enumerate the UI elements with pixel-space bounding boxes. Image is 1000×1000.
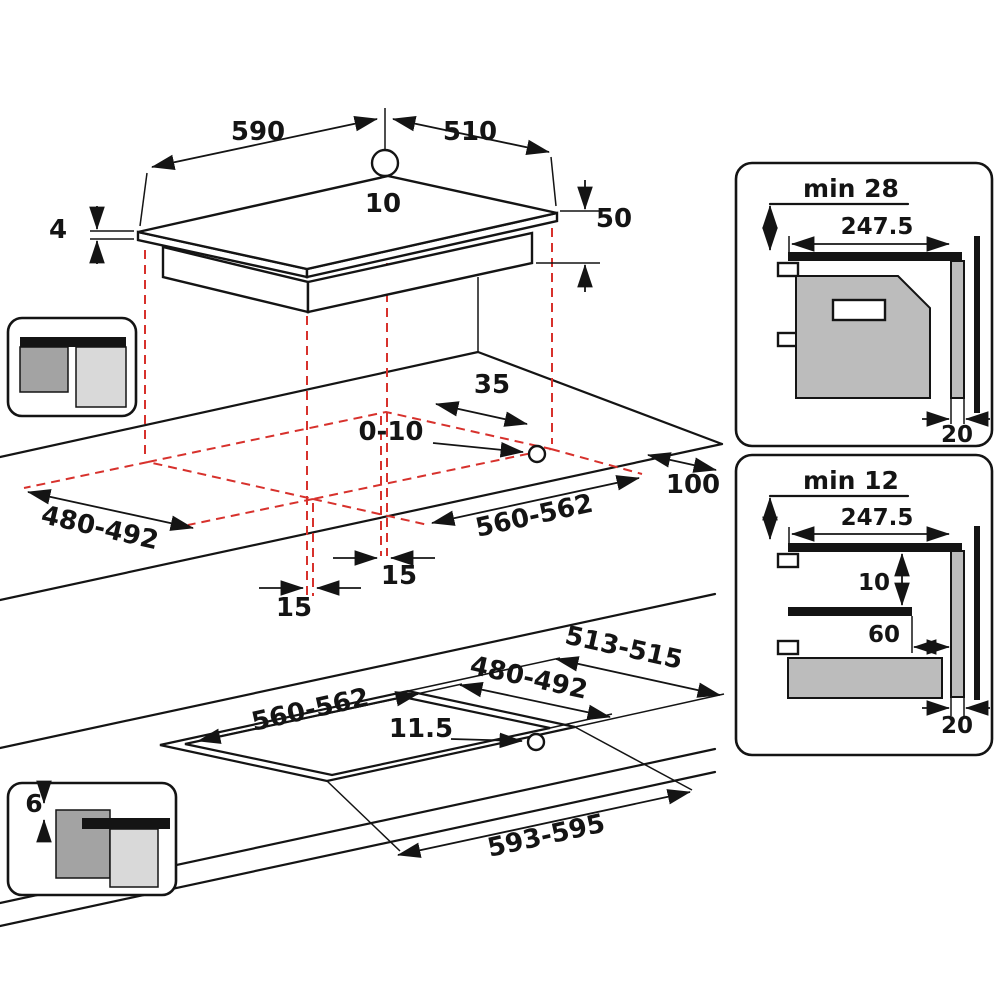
fixing-bracket2-bottom (776, 639, 800, 656)
edge-offset-left-label: 15 (276, 593, 312, 623)
hole-circle (370, 148, 400, 178)
worktop-back-edge (0, 350, 480, 459)
duct-depth-label: 247.5 (841, 214, 914, 240)
min-clearance-label: min 28 (803, 174, 899, 203)
hob-chassis-right-face (306, 231, 534, 314)
dim2-inner-width: 560-562 (197, 683, 419, 744)
fixing-bracket2-top (776, 552, 800, 569)
flush-icon-worktop-bar (20, 337, 126, 347)
dim-edge-offset-left: 15 (259, 580, 361, 623)
rear-clearance-label: 35 (474, 370, 510, 400)
worktop2-back-edge (0, 592, 717, 750)
dim-hob-depth: 510 (392, 116, 557, 207)
oven-body (795, 275, 931, 399)
dim-cutout-depth: 480-492 (27, 489, 194, 556)
min-clearance2-label: min 12 (803, 466, 899, 495)
fixing-bracket-top (776, 261, 800, 278)
ledge-detail-circle (526, 732, 546, 752)
hob-section-bar2 (788, 543, 962, 552)
hole-callout: 10 (365, 148, 401, 219)
dim-side-clearance: 100 (647, 452, 720, 500)
rear-spacer2 (950, 550, 965, 698)
hob-isometric (136, 174, 559, 314)
front-gap-label: 0-10 (358, 417, 423, 447)
cutout-projection-lines (23, 218, 643, 596)
hob-glass-top (137, 174, 558, 271)
side-section-oven: min 28 247.5 20 (734, 161, 994, 448)
flush-mount-icon (6, 316, 138, 418)
outer-depth-label: 513-515 (562, 621, 685, 676)
cutout-width-label: 560-562 (473, 489, 596, 544)
gap-detail-circle (527, 444, 547, 464)
inner-depth-label: 480-492 (467, 651, 590, 706)
drawer-body (787, 657, 943, 699)
duct-depth2-label: 247.5 (841, 505, 914, 531)
shelf-offset-label: 60 (868, 622, 900, 648)
step-detail-icon: 6 (6, 780, 178, 897)
step-height-label: 6 (25, 789, 42, 818)
worktop-front-edge (0, 442, 724, 602)
glass-thickness-label: 4 (49, 215, 67, 245)
hob-section-bar (788, 252, 962, 261)
rear-gap-label: 20 (941, 422, 973, 448)
side-section-drawer: min 12 247.5 10 60 20 (734, 453, 994, 757)
dim-glass-thickness: 4 (49, 206, 134, 264)
side-clearance-label: 100 (666, 470, 720, 500)
step-icon-worktop-bar (82, 818, 170, 829)
dim-cutout-width: 560-562 (431, 475, 640, 544)
hob-depth-label: 510 (443, 117, 497, 147)
shelf-bar (788, 607, 912, 616)
cutout-outline (147, 410, 552, 501)
build-in-height-label: 50 (596, 204, 632, 234)
dim-rear-clearance: 35 (435, 370, 528, 427)
shelf-gap-label: 10 (858, 570, 890, 596)
oven-vent-slot (831, 298, 887, 322)
step-icon-right-block (109, 828, 159, 888)
dim-front-gap: 0-10 (358, 417, 547, 464)
flush-icon-right-block (75, 346, 127, 408)
edge-offset-right-label: 15 (381, 561, 417, 591)
worktop-right-edge (476, 350, 724, 446)
flush-icon-left-block (19, 346, 69, 393)
hob-width-label: 590 (231, 117, 285, 147)
hole-diameter-label: 10 (365, 189, 401, 219)
dim2-ledge: 11.5 (389, 714, 546, 752)
rear-spacer (950, 260, 965, 399)
dim-edge-offset-right: 15 (333, 550, 435, 591)
dim-build-in-height: 50 (536, 180, 632, 292)
dim-hob-width: 590 (139, 108, 386, 227)
ledge-width-label: 11.5 (389, 714, 453, 744)
rear-gap2-label: 20 (941, 713, 973, 739)
